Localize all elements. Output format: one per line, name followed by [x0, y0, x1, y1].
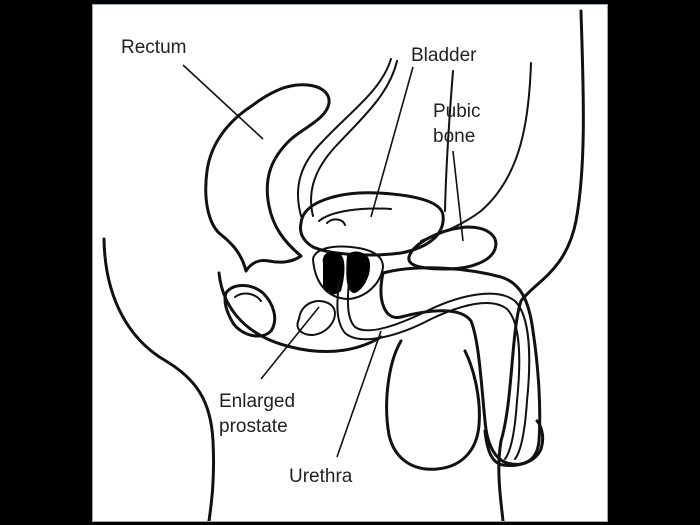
bladder-detail: [326, 218, 346, 226]
label-bladder: Bladder: [411, 45, 477, 66]
vas-deferens: [444, 70, 454, 212]
urethra-outer: [336, 280, 521, 460]
scrotum: [385, 339, 481, 471]
diagram-panel: Rectum Bladder Pubic bone Enlarged prost…: [92, 4, 608, 522]
prostate-capsule: [312, 245, 384, 300]
anatomy-diagram: [102, 9, 585, 521]
leader-bladder: [370, 66, 414, 218]
glans: [483, 419, 545, 467]
label-pubic-bone-line2: bone: [433, 126, 475, 147]
body-outline-front: [497, 9, 585, 521]
label-pubic-bone-line1: Pubic: [433, 101, 481, 122]
bladder-shape: [299, 191, 445, 257]
rectum-shape: [204, 83, 331, 273]
leader-prostate: [260, 306, 320, 380]
urethra-inner: [346, 280, 531, 460]
leader-pubic-bone: [452, 150, 464, 242]
penis-shaft: [379, 266, 542, 466]
anal-canal-inner: [234, 292, 262, 302]
ureter-left: [297, 58, 392, 217]
label-layer: Rectum Bladder Pubic bone Enlarged prost…: [121, 37, 481, 487]
leader-urethra: [336, 330, 382, 458]
body-outline-back: [102, 237, 216, 521]
label-rectum: Rectum: [121, 37, 186, 58]
bladder-inner: [318, 207, 392, 222]
label-urethra: Urethra: [289, 466, 353, 487]
pelvic-floor: [217, 271, 383, 354]
leader-rectum: [182, 64, 264, 140]
label-prostate-line2: prostate: [219, 416, 288, 437]
leader-lines: [182, 64, 464, 458]
seminal-duct: [296, 300, 336, 336]
ureter-right: [310, 60, 398, 217]
prostate-right-lobe: [346, 251, 371, 293]
anal-canal: [223, 284, 277, 338]
label-prostate-line1: Enlarged: [219, 391, 295, 412]
